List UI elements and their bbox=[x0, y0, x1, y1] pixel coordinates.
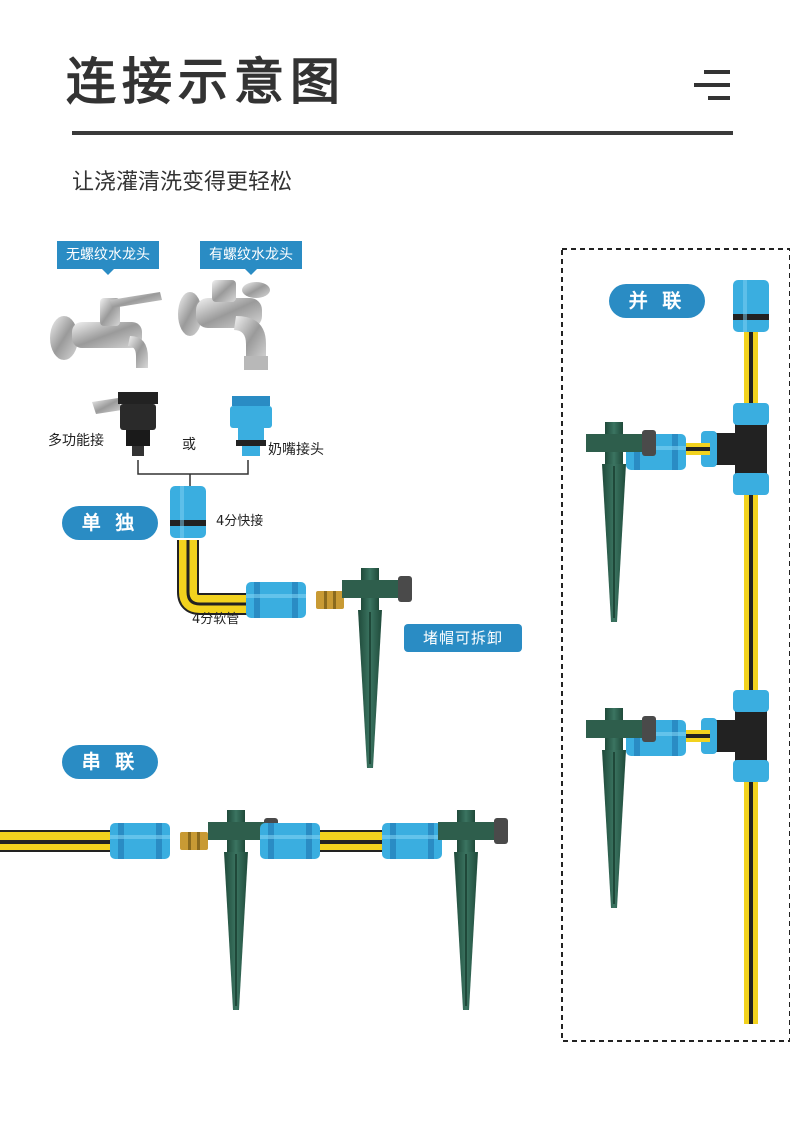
nipple-connector-label: 奶嘴接头 bbox=[268, 442, 324, 458]
or-label: 或 bbox=[182, 437, 196, 453]
multi-function-connector-illustration bbox=[92, 392, 158, 456]
faucet-thread-illustration bbox=[178, 280, 270, 370]
page-subtitle: 让浇灌清洗变得更轻松 bbox=[72, 170, 293, 195]
spike-sprinkler-series-2 bbox=[437, 809, 509, 1011]
multi-connector-label: 多功能接 bbox=[48, 433, 104, 449]
parallel-branch-hose bbox=[680, 443, 710, 742]
parallel-dashed-frame bbox=[561, 248, 790, 1042]
hose-label: 4分软管 bbox=[192, 612, 240, 627]
header-divider bbox=[72, 131, 733, 135]
faucet-thread-tag: 有螺纹水龙头 bbox=[200, 241, 302, 275]
quick-connector-parallel-top bbox=[733, 280, 769, 332]
page-title: 连接示意图 bbox=[66, 53, 346, 111]
nipple-connector-illustration bbox=[230, 396, 272, 456]
quick-connector-single bbox=[246, 582, 306, 618]
spike-sprinkler-parallel-2 bbox=[585, 707, 657, 909]
faucet-no-thread-tag: 无螺纹水龙头 bbox=[57, 241, 159, 275]
single-pill: 单 独 bbox=[62, 506, 158, 540]
menu-icon[interactable] bbox=[694, 70, 730, 100]
series-hose bbox=[0, 830, 386, 852]
spike-sprinkler-parallel-1 bbox=[585, 421, 657, 623]
cap-removable-tag: 堵帽可拆卸 bbox=[404, 624, 522, 652]
tee-connector-2 bbox=[701, 690, 769, 782]
quick-connector-vertical bbox=[170, 486, 206, 538]
faucet-no-thread-illustration bbox=[50, 292, 162, 368]
series-pill: 串 联 bbox=[62, 745, 158, 779]
quick-connector-series-1 bbox=[110, 823, 170, 859]
brass-adapter-series bbox=[180, 832, 208, 850]
parallel-pill: 并 联 bbox=[609, 284, 705, 318]
quick-connector-series-3 bbox=[382, 823, 442, 859]
quick-connector-label: 4分快接 bbox=[216, 514, 264, 529]
spike-sprinkler-single bbox=[341, 567, 413, 769]
brass-adapter-single bbox=[316, 591, 344, 609]
quick-connector-series-2 bbox=[260, 823, 320, 859]
tee-connector-1 bbox=[701, 403, 769, 495]
